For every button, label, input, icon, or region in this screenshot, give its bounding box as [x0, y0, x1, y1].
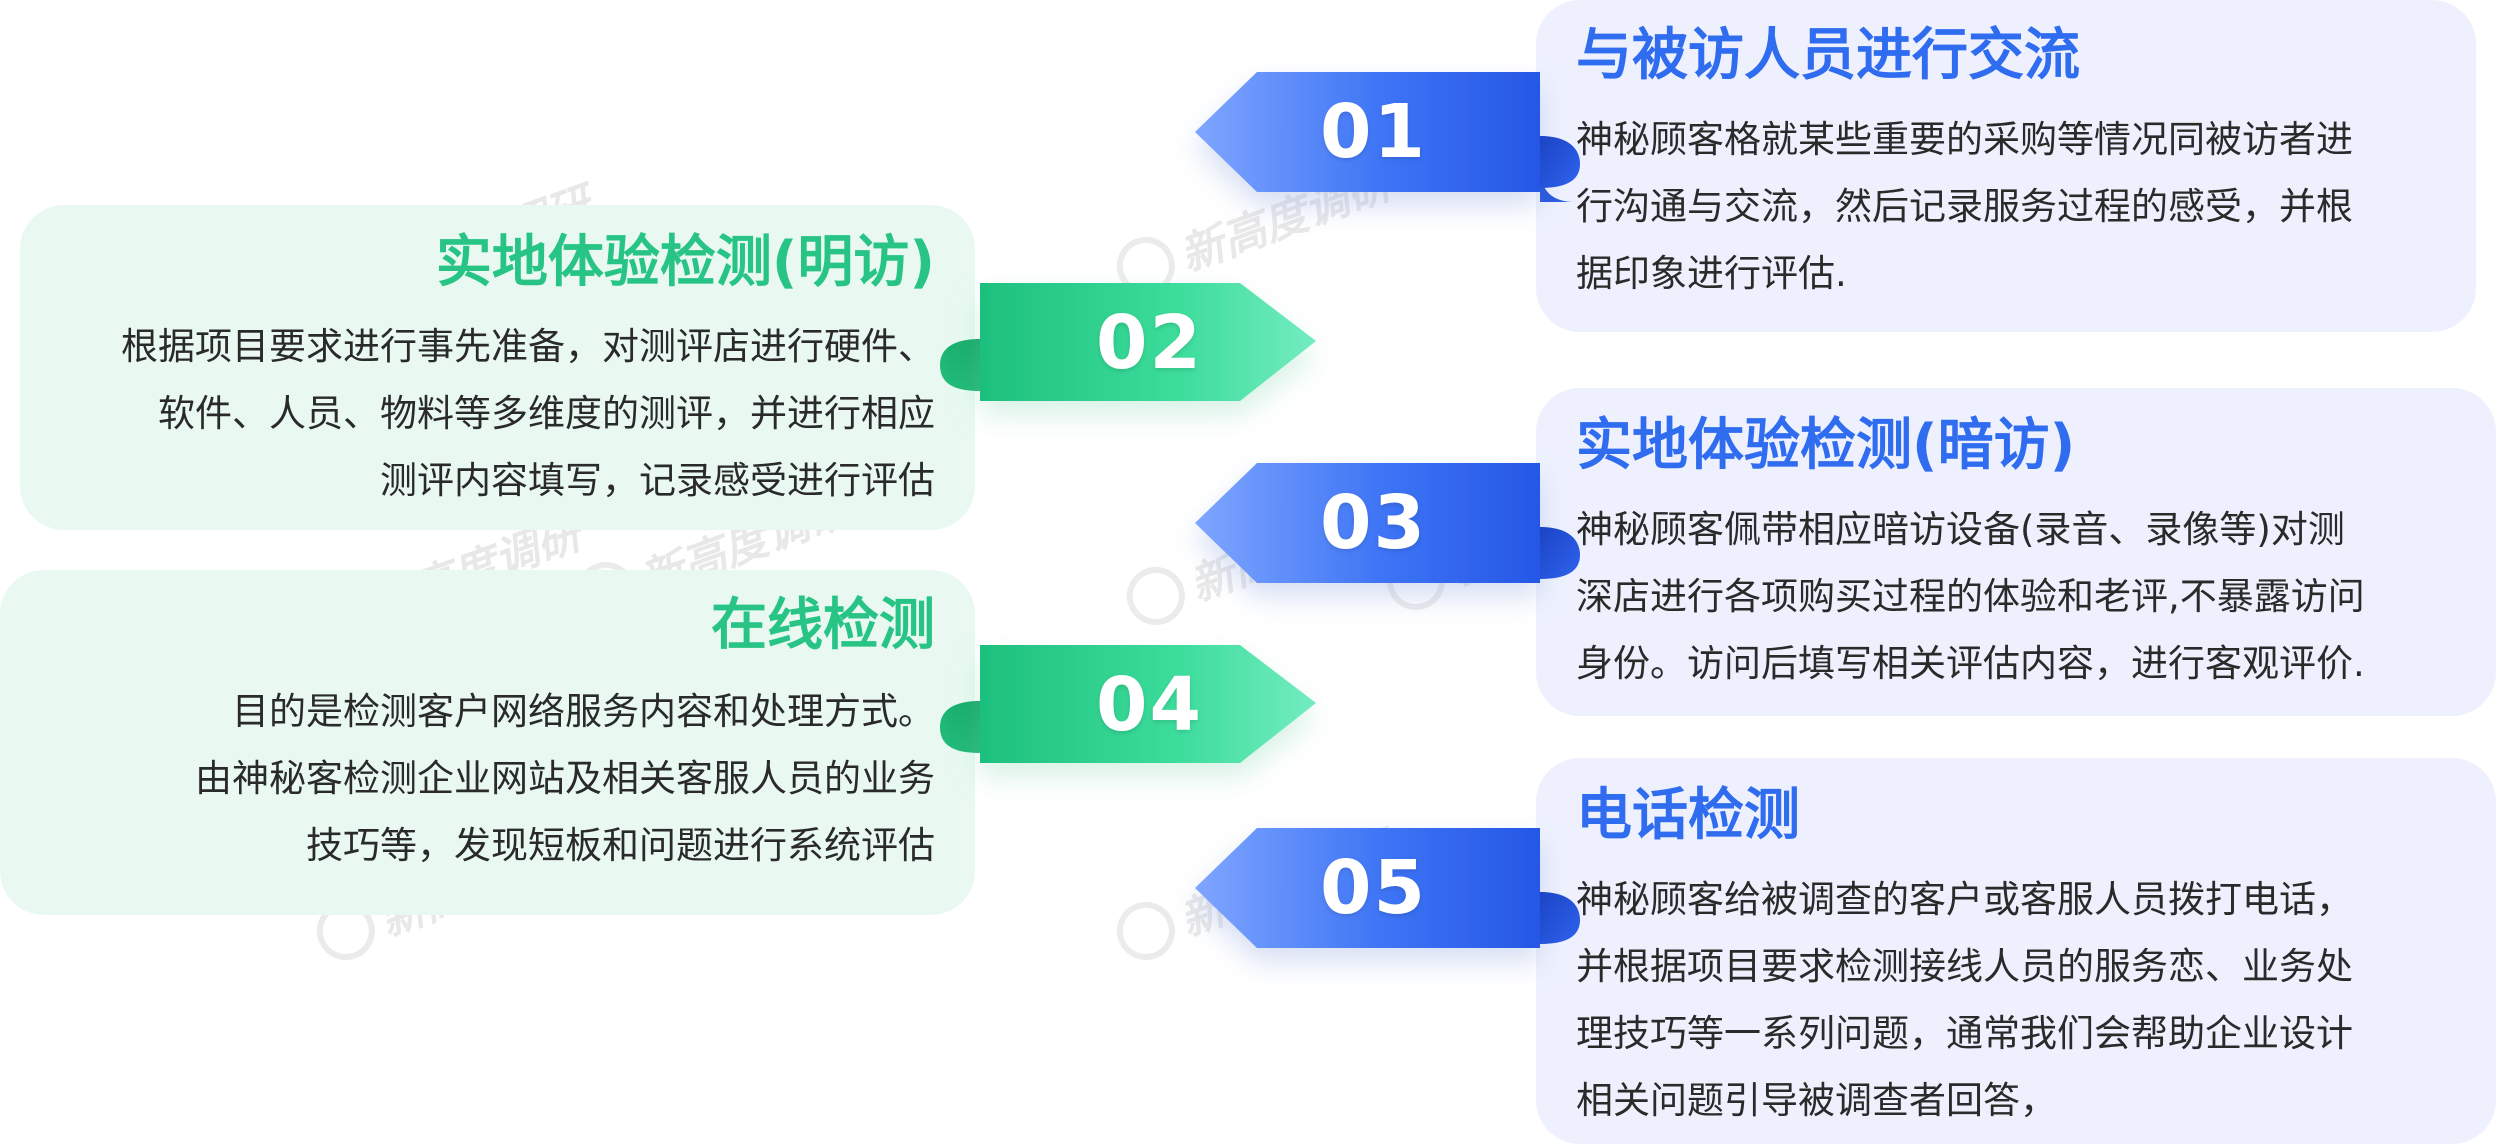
item-number: 05 — [1320, 845, 1427, 931]
card-description: 目的是检测客户网络服务内容和处理方式。 由神秘客检测企业网站及相关客服人员的业务… — [195, 678, 935, 879]
card-description: 根据项目要求进行事先准备，对测评店进行硬件、 软件、人员、物料等多维度的测评，并… — [121, 313, 935, 514]
item-number: 03 — [1320, 480, 1427, 566]
card-description: 神秘顾客格就某些重要的采购等情况同被访者进 行沟通与交流，然后记录服务过程的感受… — [1576, 106, 2353, 307]
description-line: 神秘顾客格就某些重要的采购等情况同被访者进 — [1576, 118, 2353, 161]
blue-arrow-ribbon-icon — [1195, 72, 1580, 202]
card-title: 实地体验检测(暗访) — [1576, 413, 2076, 478]
blue-arrow-ribbon-icon — [1195, 463, 1580, 583]
circle-logo-icon — [1118, 558, 1194, 634]
description-line: 身份。访问后填写相关评估内容，进行客观评价. — [1576, 642, 2365, 685]
card-03: 实地体验检测(暗访) 神秘顾客佩带相应暗访设备(录音、录像等)对测 深店进行各项… — [1536, 388, 2496, 716]
description-line: 技巧等，发现短板和问题进行系统评估 — [306, 824, 935, 867]
description-line: 根据项目要求进行事先准备，对测评店进行硬件、 — [121, 325, 935, 368]
number-tag-04: 04 — [940, 645, 1320, 815]
number-tag-03: 03 — [1195, 463, 1580, 633]
card-02: 实地体验检测(明访) 根据项目要求进行事先准备，对测评店进行硬件、 软件、人员、… — [20, 205, 975, 530]
circle-logo-icon — [1108, 893, 1184, 969]
description-line: 神秘顾客佩带相应暗访设备(录音、录像等)对测 — [1576, 508, 2345, 551]
green-arrow-ribbon-icon — [940, 645, 1316, 763]
blue-arrow-ribbon-icon — [1195, 828, 1580, 948]
card-05: 电话检测 神秘顾客给被调查的客户或客服人员拨打电话， 并根据项目要求检测接线人员… — [1536, 758, 2496, 1144]
number-tag-02: 02 — [940, 283, 1320, 453]
card-description: 神秘顾客佩带相应暗访设备(录音、录像等)对测 深店进行各项购买过程的体验和老评,… — [1576, 496, 2365, 697]
description-line: 神秘顾客给被调查的客户或客服人员拨打电话， — [1576, 878, 2353, 921]
description-line: 理技巧等一系列问题，通常我们会帮助企业设计 — [1576, 1012, 2353, 1055]
card-title: 电话检测 — [1576, 783, 1800, 848]
card-04: 在线检测 目的是检测客户网络服务内容和处理方式。 由神秘客检测企业网站及相关客服… — [0, 570, 975, 915]
description-line: 深店进行各项购买过程的体验和老评,不暴露访问 — [1576, 575, 2365, 618]
card-title: 在线检测 — [711, 593, 935, 658]
number-tag-01: 01 — [1195, 72, 1580, 242]
item-number: 01 — [1320, 89, 1427, 175]
card-01: 与被访人员进行交流 神秘顾客格就某些重要的采购等情况同被访者进 行沟通与交流，然… — [1536, 0, 2476, 332]
green-arrow-ribbon-icon — [940, 283, 1316, 401]
item-number: 02 — [1096, 300, 1203, 386]
description-line: 软件、人员、物料等多维度的测评，并进行相应 — [158, 392, 935, 435]
description-line: 相关问题引导被调查者回答， — [1576, 1079, 2057, 1122]
description-line: 测评内容填写，记录感受进行评估 — [380, 459, 935, 502]
card-description: 神秘顾客给被调查的客户或客服人员拨打电话， 并根据项目要求检测接线人员的服务恋、… — [1576, 866, 2353, 1134]
description-line: 据印象进行评估. — [1576, 252, 1847, 295]
item-number: 04 — [1096, 662, 1203, 748]
card-title: 实地体验检测(明访) — [435, 230, 935, 295]
number-tag-05: 05 — [1195, 828, 1580, 998]
card-title: 与被访人员进行交流 — [1576, 23, 2080, 88]
description-line: 并根据项目要求检测接线人员的服务恋、业务处 — [1576, 945, 2353, 988]
description-line: 由神秘客检测企业网站及相关客服人员的业务 — [195, 757, 935, 800]
description-line: 目的是检测客户网络服务内容和处理方式。 — [232, 690, 935, 733]
description-line: 行沟通与交流，然后记录服务过程的感受，并根 — [1576, 185, 2353, 228]
